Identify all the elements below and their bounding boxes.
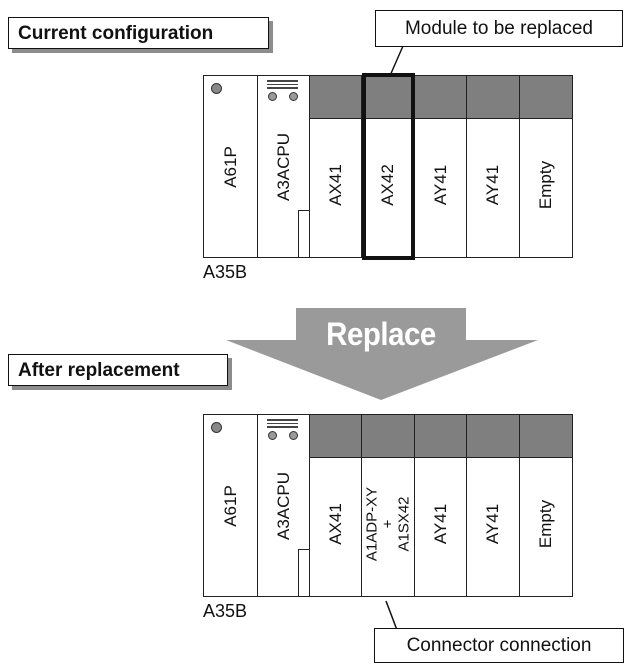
module-label: A61P: [220, 145, 240, 188]
io-module: A1ADP-XY + A1SX42: [362, 414, 415, 597]
module-callout-leader: [388, 45, 404, 79]
vent-grille-icon: [267, 419, 298, 430]
io-module: AY41: [415, 75, 467, 258]
module-label: A61P: [220, 484, 240, 527]
cpu-tab: [298, 549, 310, 596]
power-led-icon: [211, 422, 222, 433]
io-module: AY41: [467, 75, 520, 258]
io-module: AX41: [310, 414, 362, 597]
vent-grille-icon: [267, 80, 298, 91]
power-led-icon: [211, 83, 222, 94]
cpu-module: A3ACPU: [258, 414, 310, 597]
cpu-module: A3ACPU: [258, 75, 310, 258]
module-label: AY41: [483, 164, 503, 205]
current-config-label: Current configuration: [8, 17, 269, 49]
module-label: Empty: [536, 499, 556, 548]
power-module: A61P: [203, 414, 258, 597]
cpu-indicator-icon: [266, 431, 299, 440]
module-to-replace-callout: Module to be replaced: [375, 10, 623, 47]
cpu-tab: [298, 210, 310, 257]
io-module: Empty: [520, 414, 573, 597]
module-label: AY41: [430, 503, 450, 544]
cpu-indicator-icon: [266, 92, 299, 101]
module-label: AY41: [430, 164, 450, 205]
connector-callout-leader: [385, 600, 404, 631]
module-label: AX41: [325, 163, 345, 206]
after-rack: A61P A3ACPU AX41 A1ADP-XY + A1SX42 AY41 …: [203, 414, 573, 597]
module-label: A3ACPU: [273, 471, 293, 540]
replace-arrow-label: Replace: [326, 316, 436, 352]
replace-arrow: [226, 308, 538, 400]
module-label: A1ADP-XY + A1SX42: [363, 486, 412, 561]
replaced-module-highlight: [362, 73, 415, 260]
base-unit-label: A35B: [203, 601, 248, 621]
io-module: AY41: [467, 414, 520, 597]
module-label: AX41: [325, 502, 345, 545]
io-module: AX41: [310, 75, 362, 258]
after-replacement-label: After replacement: [8, 354, 228, 386]
connector-connection-callout: Connector connection: [374, 628, 624, 663]
module-label: Empty: [536, 160, 556, 209]
io-module: AY41: [415, 414, 467, 597]
base-unit-label: A35B: [203, 262, 248, 282]
io-module: Empty: [520, 75, 573, 258]
current-rack: A61P A3ACPU AX41 AX42 AY41 AY41 Empty: [203, 75, 573, 258]
module-label: A3ACPU: [273, 132, 293, 201]
module-label: AY41: [483, 503, 503, 544]
power-module: A61P: [203, 75, 258, 258]
